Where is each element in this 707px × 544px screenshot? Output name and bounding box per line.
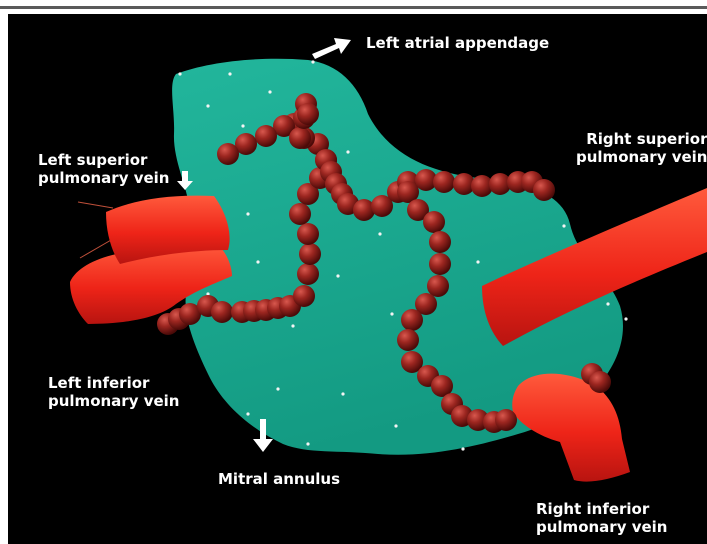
label-left-atrial-appendage: Left atrial appendage [366, 34, 549, 52]
ablation-lesion [297, 103, 319, 125]
ablation-lesion [429, 231, 451, 253]
top-rule [0, 6, 707, 9]
right-inferior-pulmonary-vein [512, 374, 630, 482]
arrow-left-atrial-appendage [312, 38, 351, 59]
ablation-lesion [289, 203, 311, 225]
ablation-lesion [217, 143, 239, 165]
label-mitral-annulus: Mitral annulus [218, 470, 340, 488]
electroanatomic-map-panel: Left atrial appendage Left superior pulm… [8, 14, 707, 544]
ablation-lesion [433, 171, 455, 193]
ablation-lesion [289, 127, 311, 149]
ablation-lesion [255, 125, 277, 147]
ablation-lesion [297, 223, 319, 245]
ablation-lesion [429, 253, 451, 275]
ablation-lesion [299, 243, 321, 265]
ablation-lesion [533, 179, 555, 201]
label-right-superior-pulmonary-vein: Right superior pulmonary vein [576, 130, 707, 166]
label-right-inferior-pulmonary-vein: Right inferior pulmonary vein [536, 500, 667, 536]
ablation-lesion [495, 409, 517, 431]
ablation-lesion [589, 371, 611, 393]
ablation-lesion [211, 301, 233, 323]
ablation-lesion [401, 309, 423, 331]
ablation-lesion [423, 211, 445, 233]
ablation-lesion [427, 275, 449, 297]
ablation-lesion [397, 329, 419, 351]
label-left-inferior-pulmonary-vein: Left inferior pulmonary vein [48, 374, 179, 410]
atrium-map-graphic [8, 14, 707, 544]
ablation-lesion [293, 285, 315, 307]
label-left-superior-pulmonary-vein: Left superior pulmonary vein [38, 151, 169, 187]
ablation-lesion [297, 263, 319, 285]
